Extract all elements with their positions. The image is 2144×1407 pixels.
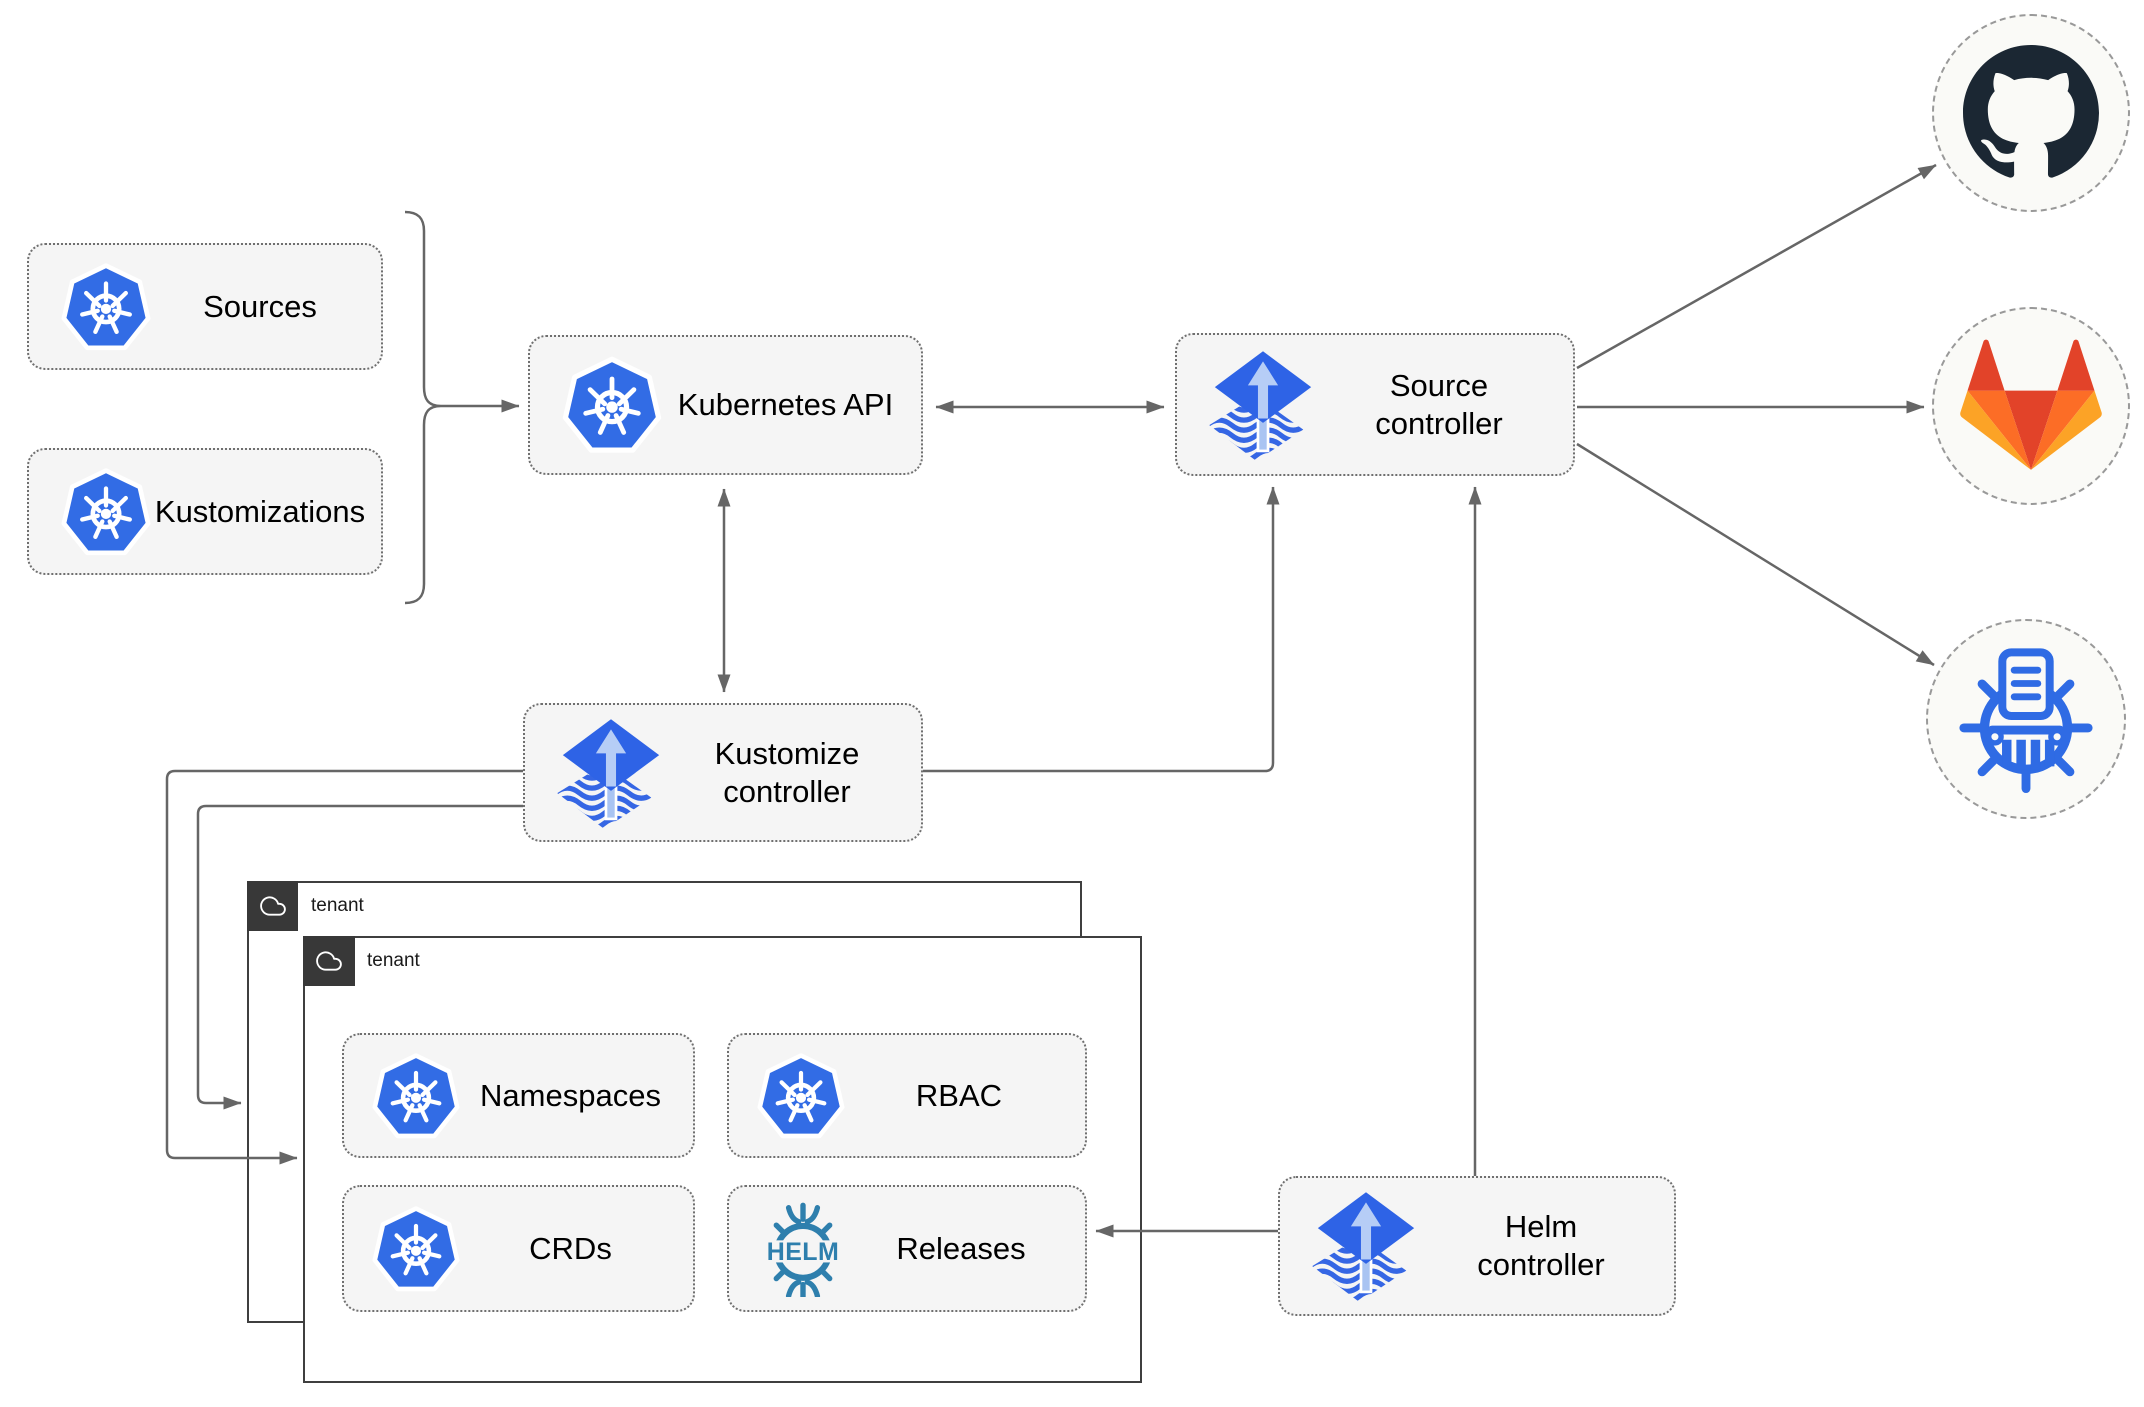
- flux-icon: [1207, 347, 1319, 463]
- flux-icon: [1310, 1188, 1422, 1304]
- node-releases: Releases: [727, 1185, 1087, 1312]
- node-sources: Sources: [27, 243, 383, 370]
- node-kustomizations: Kustomizations: [27, 448, 383, 575]
- node-crds: CRDs: [342, 1185, 695, 1312]
- tenant-back-label: tenant: [311, 895, 364, 916]
- tenant-box-front: tenant: [303, 936, 1142, 1383]
- node-kustomizations-label: Kustomizations: [154, 493, 366, 529]
- node-github: [1932, 14, 2130, 212]
- tenant-back-tab: [247, 881, 298, 931]
- node-sources-label: Sources: [203, 288, 317, 324]
- node-helm-controller-label: Helm controller: [1477, 1209, 1605, 1282]
- node-releases-label: Releases: [896, 1230, 1026, 1266]
- node-namespaces: Namespaces: [342, 1033, 695, 1158]
- tenant-front-tab: [303, 936, 355, 986]
- kubernetes-icon: [59, 465, 153, 559]
- kubernetes-icon: [755, 1050, 847, 1142]
- kubernetes-icon: [370, 1050, 462, 1142]
- node-chart-repository: [1926, 619, 2126, 819]
- tenant-front-label: tenant: [367, 950, 420, 971]
- node-source-controller: Source controller: [1175, 333, 1575, 476]
- edge-source-to-chart-repository: [1576, 442, 1935, 667]
- node-crds-label: CRDs: [529, 1230, 612, 1266]
- gitlab-icon: [1960, 338, 2102, 474]
- node-rbac-label: RBAC: [915, 1077, 1003, 1113]
- chartmuseum-icon: [1952, 645, 2100, 793]
- kubernetes-icon: [59, 260, 153, 354]
- node-rbac: RBAC: [727, 1033, 1087, 1158]
- cloud-icon: [312, 948, 346, 974]
- edge-source-to-github: [1576, 163, 1937, 370]
- node-kubernetes-api: Kubernetes API: [528, 335, 923, 475]
- node-kustomize-controller: Kustomize controller: [523, 703, 923, 842]
- kubernetes-icon: [560, 353, 664, 457]
- github-icon: [1963, 45, 2099, 181]
- helm-icon: [755, 1201, 851, 1297]
- bracket-sources-kustomizations: [404, 210, 442, 605]
- edge-kustomize-to-source-controller: [923, 486, 1280, 773]
- node-namespaces-label: Namespaces: [480, 1077, 661, 1113]
- node-helm-controller: Helm controller: [1278, 1176, 1676, 1316]
- node-kustomize-controller-label: Kustomize controller: [714, 735, 860, 809]
- node-source-controller-label: Source controller: [1375, 367, 1503, 441]
- cloud-icon: [256, 893, 290, 919]
- node-gitlab: [1932, 307, 2130, 505]
- node-kubernetes-api-label: Kubernetes API: [677, 387, 894, 423]
- flux-icon: [555, 715, 667, 831]
- kubernetes-icon: [370, 1203, 462, 1295]
